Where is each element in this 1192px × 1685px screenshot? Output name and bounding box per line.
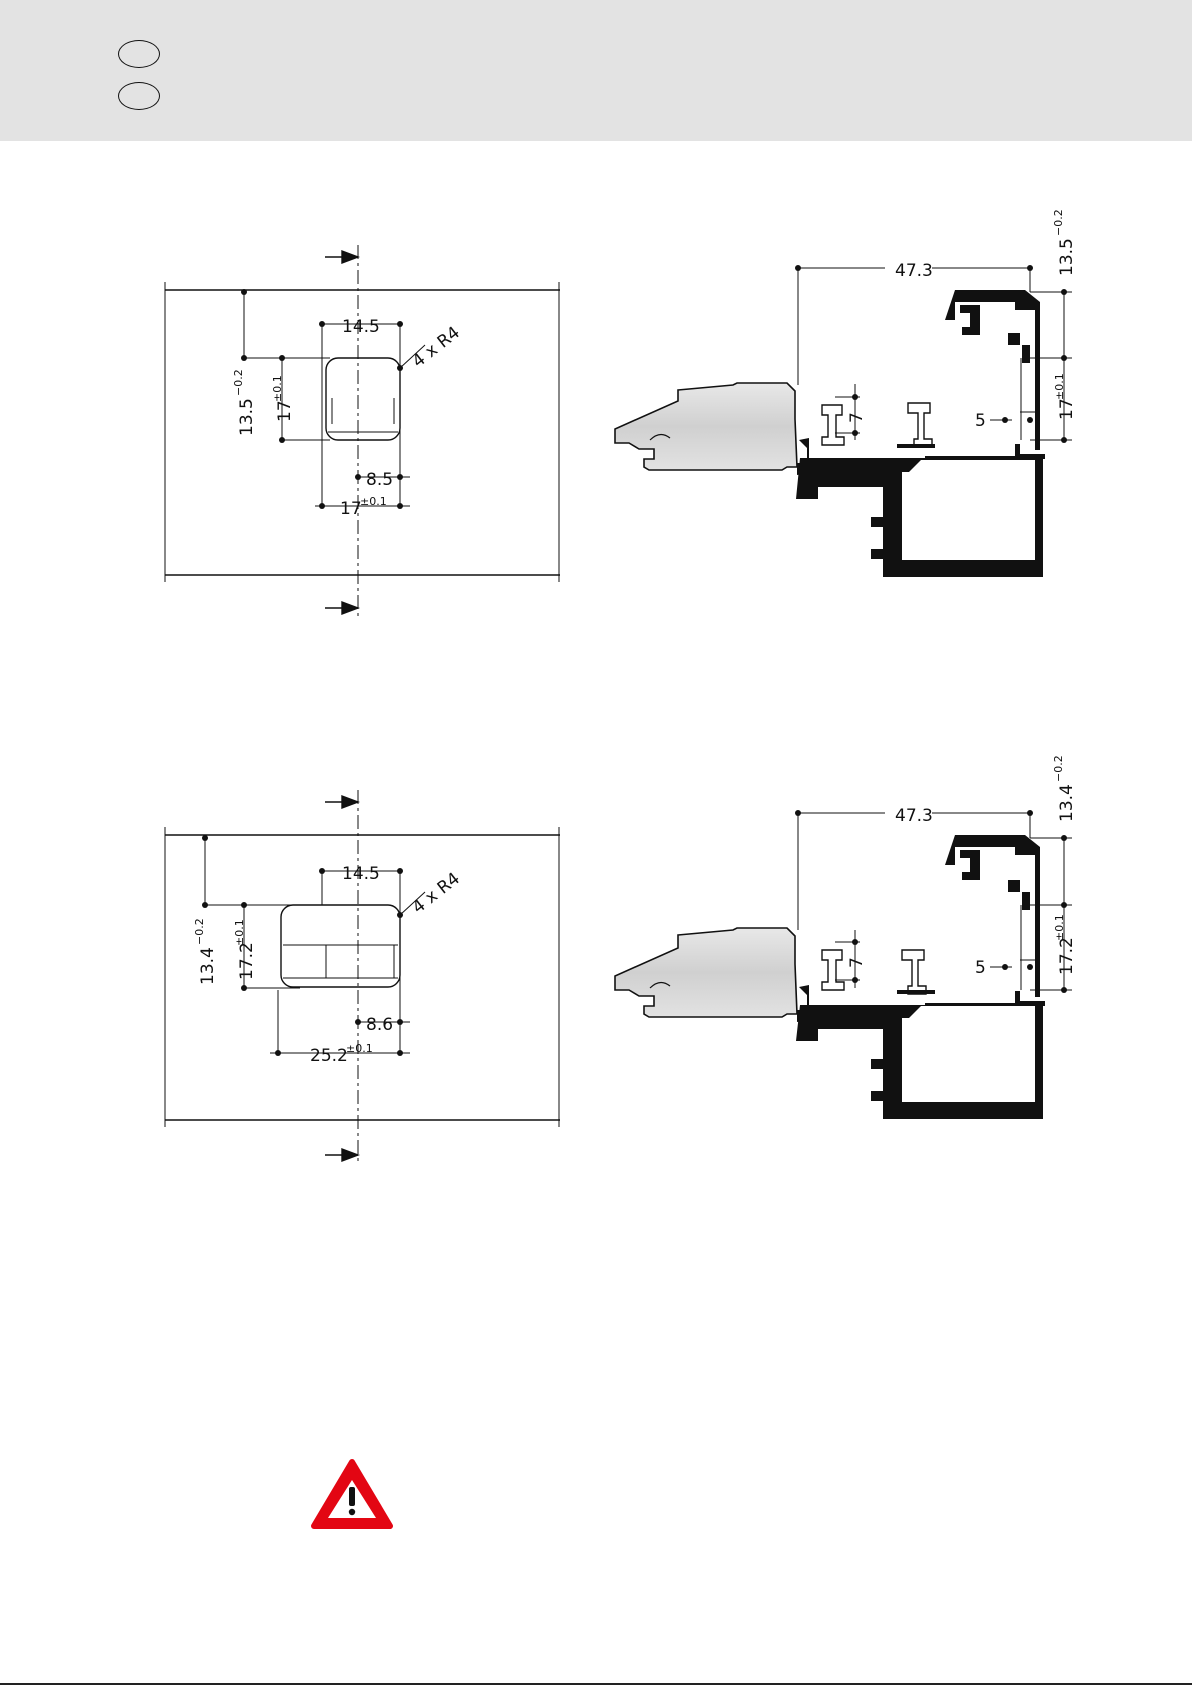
dim-top-width: 14.5 [342,864,380,884]
frame-top-hook [945,290,1040,450]
gasket-profile [615,383,797,470]
dim-left-offset-tol: −0.2 [232,369,245,396]
dim-radius: 4 x R4 [409,323,464,372]
dim-right-height: 17.2 [1057,937,1077,975]
profile-section-top [615,290,1045,577]
warning-triangle-icon [314,1462,390,1526]
dim-left-offset: 13.5 [237,398,257,436]
cutout-outline [281,905,400,987]
section-arrow-icon [342,602,358,614]
dim-left-height-tol: ±0.1 [271,375,284,402]
dim-bottom-width: 17 [340,499,362,519]
dim-right-offset: 13.5 [1057,238,1077,276]
dim-top-width: 14.5 [342,317,380,337]
section-arrow-icon [342,796,358,808]
dim-right-height-tol: ±0.1 [1053,914,1066,941]
cutout-drawing-top [165,245,560,620]
dim-left-height: 17 [275,400,295,422]
dim-left-height-tol: ±0.1 [233,919,246,946]
dim-bottom-width-tol: ±0.1 [346,1042,373,1055]
dim-bottom-width: 25.2 [310,1046,348,1066]
dim-gap: 5 [975,958,986,978]
dim-groove: 7 [847,957,867,968]
dim-right-offset-tol: −0.2 [1052,209,1065,236]
dim-right-height-tol: ±0.1 [1053,373,1066,400]
dim-radius: 4 x R4 [409,869,464,918]
dim-right-height: 17 [1057,398,1077,420]
dim-bottom-width-tol: ±0.1 [360,495,387,508]
dim-right-offset: 13.4 [1057,784,1077,822]
cutout-outline [326,358,400,440]
dim-left-offset: 13.4 [198,947,218,985]
dim-right-offset-tol: −0.2 [1052,755,1065,782]
section-arrow-icon [342,1149,358,1161]
dim-section-length: 47.3 [895,806,933,826]
dim-section-length: 47.3 [895,261,933,281]
dim-left-height: 17.2 [237,942,257,980]
cutout-drawing-bottom [165,790,560,1165]
dim-half-width: 8.6 [366,1015,393,1035]
section-arrow-icon [342,251,358,263]
dim-left-offset-tol: −0.2 [193,918,206,945]
gasket-profile [615,928,797,1017]
dim-gap: 5 [975,411,986,431]
dim-half-width: 8.5 [366,470,393,490]
dim-groove: 7 [847,412,867,423]
